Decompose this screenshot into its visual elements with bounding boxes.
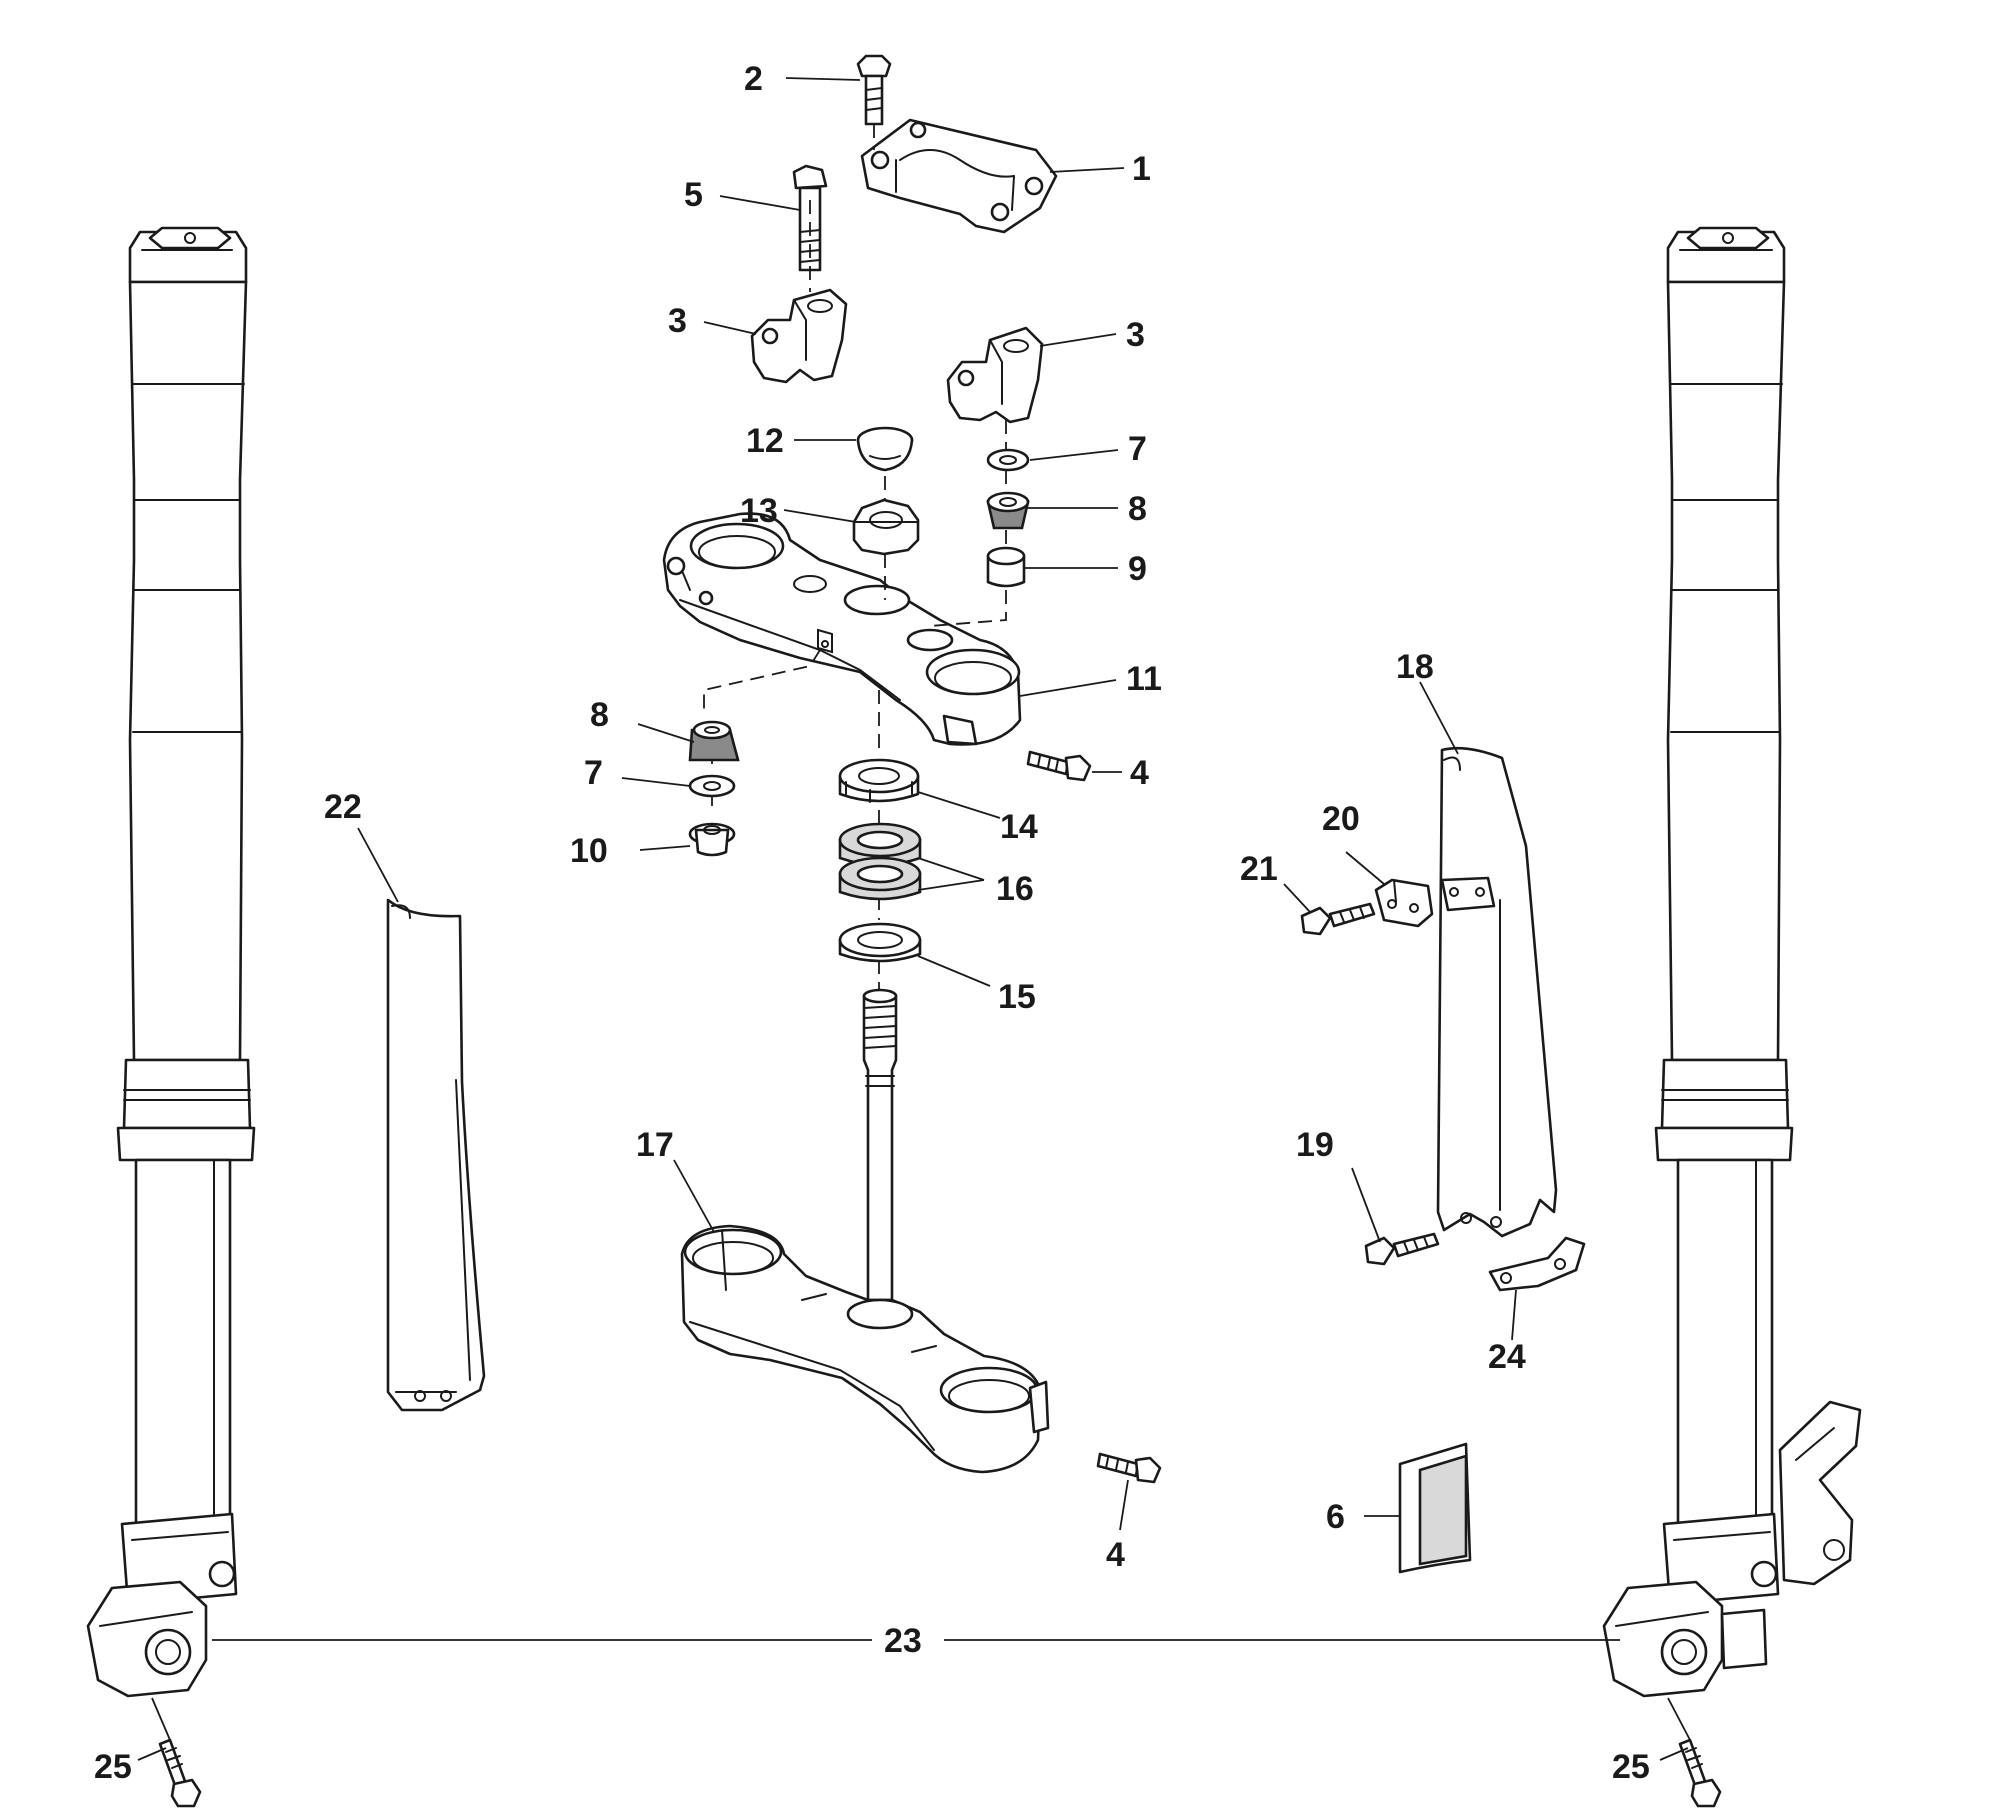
callout-2: 2 — [744, 60, 763, 98]
right-fork-guard — [1436, 746, 1558, 1238]
callout-20: 20 — [1322, 800, 1360, 838]
callout-7-lower: 7 — [584, 754, 603, 792]
rubber-bushing-lower — [688, 720, 740, 762]
guard-bolt — [1364, 1232, 1440, 1266]
stem-nut — [852, 498, 920, 556]
callout-4-lower: 4 — [1106, 1536, 1125, 1574]
callout-10: 10 — [570, 832, 608, 870]
steering-bearing-lower — [838, 856, 922, 901]
bracket-bolt — [1300, 902, 1376, 936]
pinch-bolt-upper — [1026, 750, 1092, 782]
callout-6: 6 — [1326, 1498, 1345, 1536]
handlebar-clamp-top — [860, 118, 1058, 234]
callout-4-upper: 4 — [1130, 754, 1149, 792]
callout-9: 9 — [1128, 550, 1147, 588]
rubber-bushing-upper — [986, 491, 1030, 530]
left-fork-guard — [386, 898, 486, 1412]
upper-triple-clamp — [662, 512, 1022, 746]
callout-25-right: 25 — [1612, 1748, 1650, 1786]
callout-7-upper: 7 — [1128, 430, 1147, 468]
callout-25-left: 25 — [94, 1748, 132, 1786]
callout-14: 14 — [1000, 808, 1038, 846]
washer-upper — [986, 448, 1030, 472]
dust-seal — [838, 922, 922, 963]
callout-18: 18 — [1396, 648, 1434, 686]
clamp-bolt — [856, 54, 892, 126]
callout-1: 1 — [1132, 150, 1151, 188]
leader-lines — [137, 77, 1689, 1761]
callout-19: 19 — [1296, 1126, 1334, 1164]
callout-21: 21 — [1240, 850, 1278, 888]
hose-clamp-bracket — [1374, 878, 1434, 928]
flange-nut — [688, 822, 736, 857]
callout-17: 17 — [636, 1126, 674, 1164]
callout-16: 16 — [996, 870, 1034, 908]
axle-pinch-bolt-left — [158, 1738, 202, 1808]
callout-15: 15 — [998, 978, 1036, 1016]
callout-8-lower: 8 — [590, 696, 609, 734]
adjusting-ring-nut — [838, 758, 920, 803]
callout-5: 5 — [684, 176, 703, 214]
decal-pad — [1398, 1442, 1472, 1574]
lower-triple-clamp-and-stem — [680, 988, 1050, 1474]
callout-22: 22 — [324, 788, 362, 826]
handlebar-riser-right — [946, 326, 1044, 424]
callout-labels: 1 2 3 3 4 4 5 6 7 7 8 8 9 10 11 12 13 14… — [94, 60, 1650, 1786]
callout-23: 23 — [884, 1622, 922, 1660]
steering-bearing-upper — [838, 822, 922, 867]
pinch-bolt-lower — [1096, 1452, 1162, 1484]
washer-lower — [688, 774, 736, 798]
right-fork-leg — [1602, 226, 1862, 1741]
callout-3-right: 3 — [1126, 316, 1145, 354]
spacer — [986, 546, 1026, 588]
callout-13: 13 — [740, 492, 778, 530]
brake-hose-guide — [1488, 1236, 1586, 1341]
callout-12: 12 — [746, 422, 784, 460]
callout-11: 11 — [1126, 660, 1162, 698]
callout-8-upper: 8 — [1128, 490, 1147, 528]
callout-3-left: 3 — [668, 302, 687, 340]
left-fork-leg — [86, 226, 256, 1741]
assembly-guide-lines — [703, 124, 1007, 990]
axle-pinch-bolt-right — [1678, 1738, 1722, 1808]
cap-plug — [856, 426, 914, 472]
handlebar-riser-left — [750, 288, 848, 384]
callout-24: 24 — [1488, 1338, 1526, 1376]
